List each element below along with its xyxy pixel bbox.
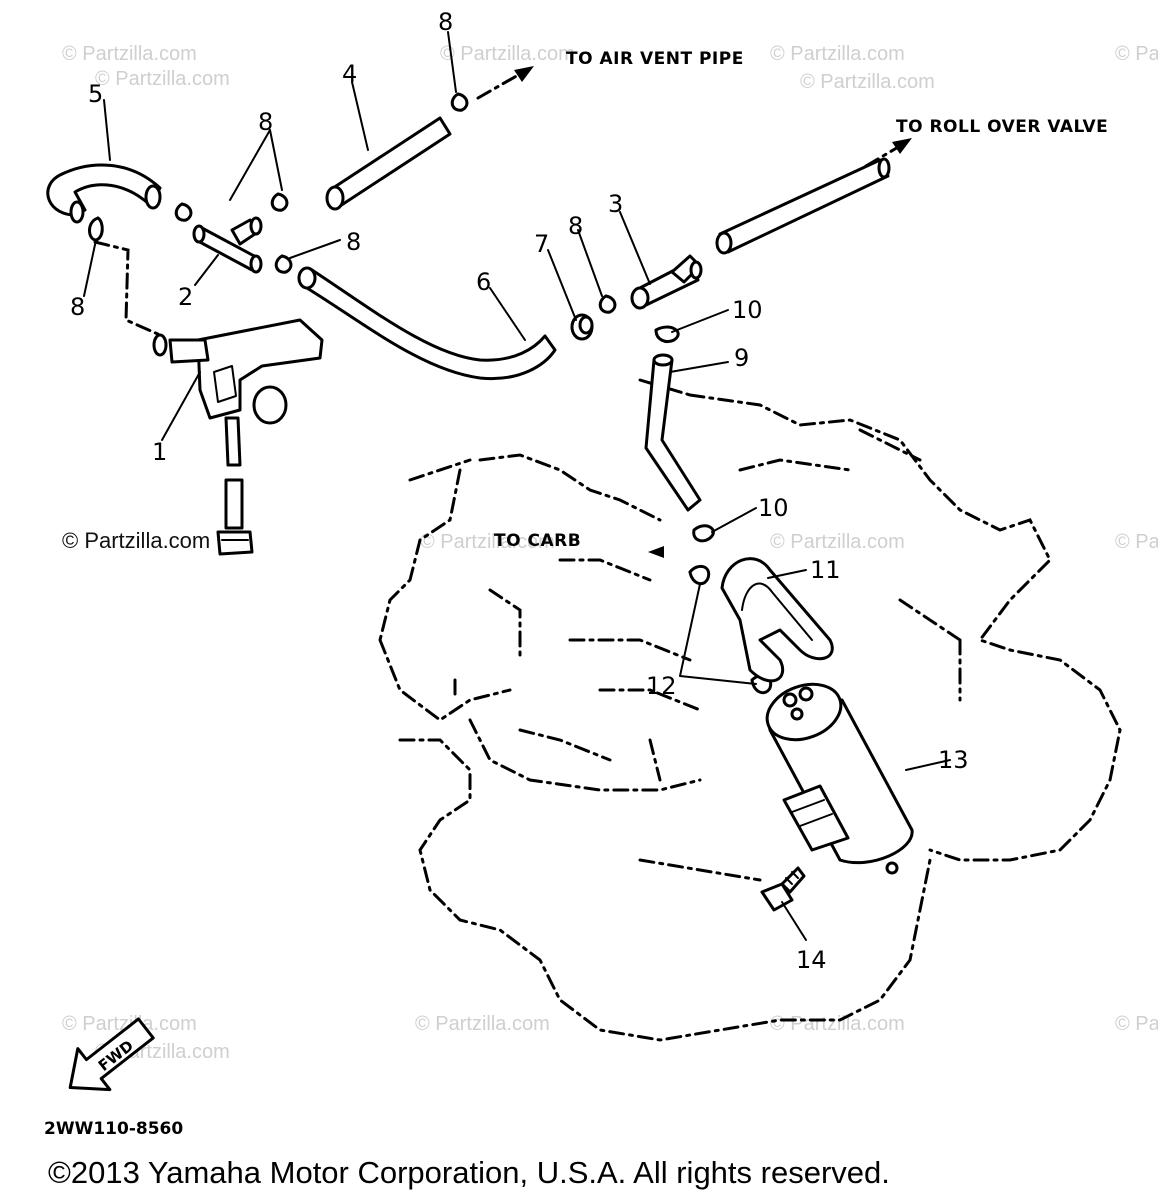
callout-8: 8 — [568, 212, 583, 240]
part-9-hose — [644, 353, 702, 512]
copyright-notice: ©2013 Yamaha Motor Corporation, U.S.A. A… — [48, 1155, 890, 1190]
watermark-layer: © Partzilla.com © Partzilla.com © Partzi… — [62, 43, 1158, 1063]
callout-8: 8 — [70, 293, 85, 321]
callout-3: 3 — [608, 190, 623, 218]
watermark: © Partzilla.com — [440, 43, 575, 65]
arrow-head-icon — [892, 138, 912, 154]
callout-14: 14 — [796, 946, 827, 974]
flow-arrows — [476, 66, 912, 558]
roll-over-hose — [715, 157, 891, 255]
part-13-canister — [765, 682, 914, 875]
callout-2: 2 — [178, 283, 193, 311]
clamp-10 — [654, 325, 715, 543]
part-3-valve — [630, 254, 703, 310]
carb-arrow-icon — [648, 546, 664, 558]
arrow-head-icon — [514, 66, 534, 82]
callout-10: 10 — [758, 494, 789, 522]
part-6-hose — [297, 266, 557, 381]
callout-7: 7 — [534, 230, 549, 258]
callout-8: 8 — [258, 108, 273, 136]
leader-lines — [83, 31, 951, 941]
callout-1: 1 — [152, 438, 167, 466]
callout-11: 11 — [810, 556, 841, 584]
watermark: © Partzilla.com — [62, 1013, 197, 1035]
watermark: © Partzilla.com — [62, 43, 197, 65]
part-2-t-joint — [192, 216, 263, 274]
roll-over-arrow-line — [864, 144, 902, 168]
watermark-label: © Partzilla.com — [62, 528, 210, 553]
watermark: © Partzilla.com — [770, 531, 905, 553]
part-4-hose — [325, 116, 452, 211]
watermark: © Partzilla.com — [770, 1013, 905, 1035]
note-roll-over-valve: TO ROLL OVER VALVE — [896, 117, 1108, 137]
callout-6: 6 — [476, 268, 491, 296]
part-1-valve — [152, 318, 324, 556]
watermark: © Partzilla.com — [1115, 1013, 1158, 1035]
callout-13: 13 — [938, 746, 969, 774]
callout-12: 12 — [646, 672, 677, 700]
callout-8: 8 — [346, 228, 361, 256]
callout-9: 9 — [734, 344, 749, 372]
watermark: © Partzilla.com — [415, 1013, 550, 1035]
part-7-cap — [570, 313, 594, 341]
callout-5: 5 — [88, 80, 103, 108]
part-11-hose — [720, 557, 834, 683]
watermark: © Partzilla.com — [1115, 531, 1158, 553]
part-5-u-hose — [46, 163, 162, 224]
watermark: © Partzilla.com — [800, 71, 935, 93]
watermark: © Partzilla.com — [95, 68, 230, 90]
callout-10: 10 — [732, 296, 763, 324]
callout-8: 8 — [438, 8, 453, 36]
part-14-bolt — [760, 866, 806, 912]
diagram-code: 2WW110-8560 — [44, 1119, 183, 1139]
watermark: © Partzilla.com — [770, 43, 905, 65]
watermark: © Partzilla.com — [420, 531, 555, 553]
callout-numbers: 5 8 4 8 2 8 8 6 7 8 3 10 9 1 10 11 12 13… — [70, 8, 969, 974]
note-air-vent-pipe: TO AIR VENT PIPE — [566, 49, 744, 69]
callout-4: 4 — [342, 60, 357, 88]
note-to-carb: TO CARB — [494, 531, 581, 551]
air-vent-arrow-line — [476, 72, 522, 100]
engine-outline — [378, 378, 1122, 1042]
connection-line — [93, 240, 162, 337]
watermark: © Partzilla.com — [1115, 43, 1158, 65]
clamp-8 — [88, 92, 617, 314]
